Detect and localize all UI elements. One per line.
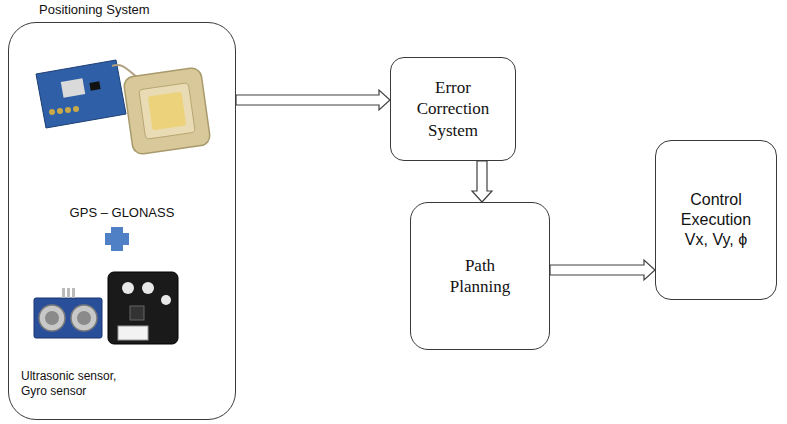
ultrasonic-transducer bbox=[39, 305, 65, 331]
gyro-hole bbox=[142, 282, 154, 294]
sensor-label: Ultrasonic sensor, Gyro sensor bbox=[21, 369, 141, 399]
ultrasonic-transducer bbox=[71, 305, 97, 331]
gyro-sensor bbox=[108, 272, 178, 344]
box-label: Path Planning bbox=[440, 255, 520, 298]
block-arrow bbox=[550, 260, 655, 280]
block-arrow bbox=[472, 161, 492, 202]
block-arrow bbox=[236, 90, 390, 110]
ultrasonic-sensor bbox=[34, 288, 102, 338]
patch-antenna bbox=[123, 67, 211, 155]
process-box: Control ExecutionVx, Vy, ϕ bbox=[655, 140, 777, 300]
ultrasonic-mesh bbox=[77, 311, 91, 325]
positioning-system-group: Positioning SystemGPS – GLONASSUltrasoni… bbox=[8, 22, 236, 420]
sensor-label: GPS – GLONASS bbox=[9, 205, 235, 221]
box-label: Vx, Vy, ϕ bbox=[685, 230, 747, 250]
ultrasonic-mesh bbox=[45, 311, 59, 325]
ultrasonic-pin bbox=[72, 288, 75, 298]
gyro-board bbox=[108, 272, 178, 344]
gyro-hole bbox=[161, 295, 171, 305]
group-title: Positioning System bbox=[39, 2, 209, 18]
gps-board bbox=[36, 60, 126, 128]
process-box: Path Planning bbox=[410, 202, 550, 350]
gps-pin bbox=[73, 106, 79, 112]
plus-symbol bbox=[105, 227, 129, 251]
gps-pin bbox=[65, 107, 71, 113]
box-label: Control Execution bbox=[671, 190, 761, 230]
plus-bar bbox=[105, 233, 129, 245]
antenna-element bbox=[148, 92, 186, 130]
gyro-chip bbox=[130, 306, 144, 320]
ultrasonic-pin bbox=[62, 288, 65, 298]
gps-chip bbox=[89, 81, 100, 91]
gps-pin bbox=[49, 109, 55, 115]
box-label: Error Correction System bbox=[403, 77, 503, 141]
process-box: Error Correction System bbox=[390, 57, 516, 161]
ultrasonic-board bbox=[34, 298, 102, 338]
gps-pin bbox=[57, 108, 63, 114]
antenna-base bbox=[123, 67, 211, 155]
gps-module bbox=[36, 60, 138, 128]
gyro-hole bbox=[122, 282, 134, 294]
gps-chip bbox=[61, 78, 85, 98]
ultrasonic-pin bbox=[67, 288, 70, 298]
antenna-patch bbox=[139, 83, 195, 139]
gyro-connector bbox=[118, 326, 148, 340]
